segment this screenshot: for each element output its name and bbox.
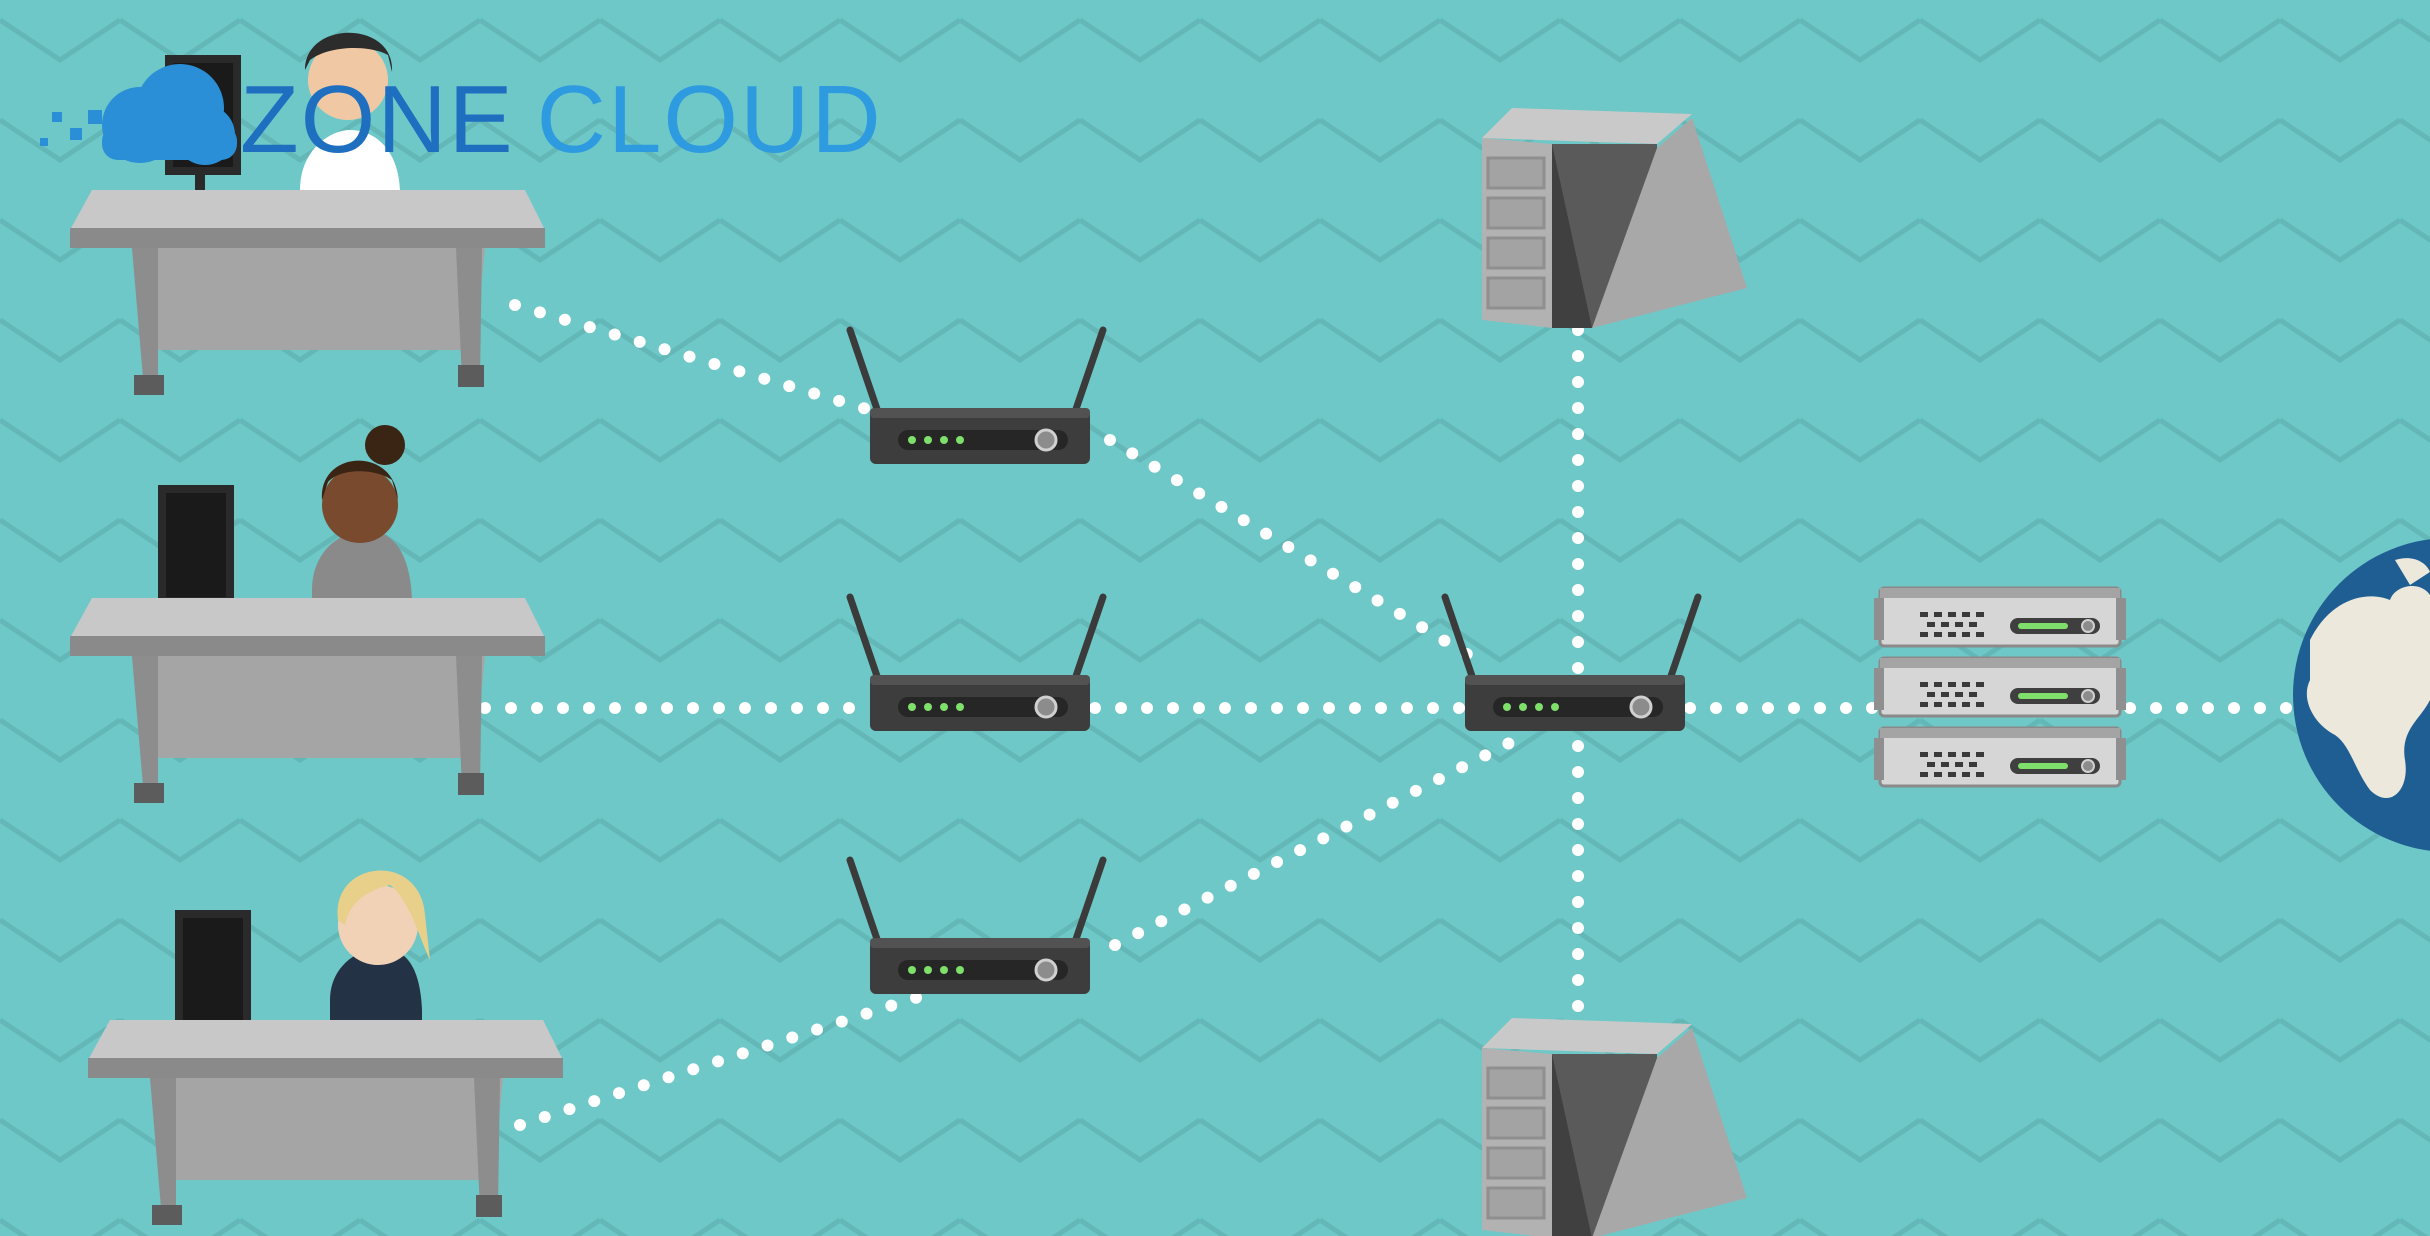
user-avatar-icon [312,425,412,615]
logo-word-cloud: CLOUD [536,66,883,173]
workstation-3 [88,870,563,1225]
network-links [479,299,2306,1131]
user-avatar-icon [330,870,430,1025]
link-desk3-router3 [514,984,946,1131]
brand-logo: ZONE CLOUD [240,60,883,180]
cloud-icon [40,64,237,165]
link-desk1-router1 [509,299,876,416]
rack-server-icon [1872,586,2128,788]
workstation-1 [70,32,545,395]
link-router1-core [1104,434,1491,671]
workstation-2 [70,425,545,803]
link-router3-core [1109,729,1531,951]
globe-icon [2293,539,2430,851]
logo-word-zone: ZONE [240,66,515,173]
